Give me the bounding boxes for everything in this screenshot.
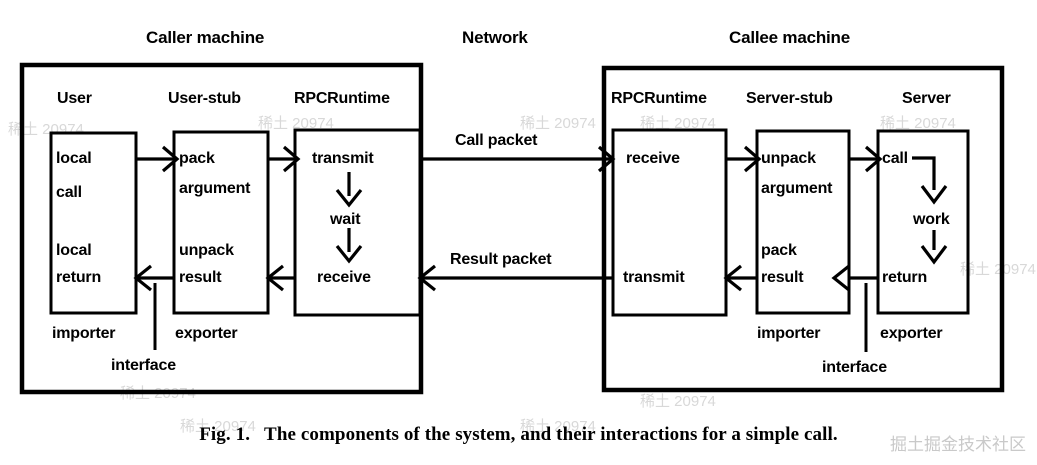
- server-internal-flow: [912, 156, 948, 265]
- rpcruntime-callee-box: [611, 128, 728, 317]
- server-line-work: work: [913, 211, 950, 228]
- callee-importer-label: importer: [757, 325, 821, 342]
- column-title-server: Server: [902, 90, 951, 107]
- figure-number: Fig. 1.: [199, 424, 251, 445]
- server-stub-line-unpack: unpack: [761, 150, 816, 167]
- server-stub-line-argument: argument: [761, 180, 833, 197]
- arrow-serverstub-to-server: [849, 145, 882, 173]
- arrow-result-packet: [417, 264, 612, 292]
- arrow-rpcruntime-to-userstub: [265, 264, 295, 292]
- server-stub-box: [755, 129, 851, 315]
- rpcruntime-caller-line-transmit: transmit: [312, 150, 374, 167]
- call-packet-label: Call packet: [455, 132, 538, 149]
- arrow-server-to-serverstub: [831, 264, 878, 292]
- rpcruntime-callee-line-transmit: transmit: [623, 269, 685, 286]
- user-stub-box-line-unpack: unpack: [179, 242, 234, 259]
- rpcruntime-caller-line-wait: wait: [330, 211, 361, 228]
- callee-interface-label: interface: [822, 359, 887, 376]
- user-stub-box-line-result: result: [179, 269, 222, 286]
- rpcruntime-caller-line-receive: receive: [317, 269, 371, 286]
- figure-caption: Fig. 1. The components of the system, and…: [0, 424, 1037, 446]
- rpcruntime-caller-box: [293, 128, 422, 317]
- caller-rpcruntime-internal-flow: [335, 172, 363, 264]
- user-box-line-local: local: [56, 150, 92, 167]
- user-stub-box-line-pack: pack: [179, 150, 215, 167]
- column-title-user: User: [57, 90, 92, 107]
- arrow-userstub-to-rpcruntime: [268, 145, 300, 173]
- callee-machine-title: Callee machine: [729, 28, 850, 47]
- figure-caption-text: The components of the system, and their …: [264, 424, 838, 445]
- caller-machine-outer-box: [19, 62, 424, 395]
- server-box: [876, 129, 970, 315]
- user-box-line-call: call: [56, 184, 82, 201]
- column-title-server-stub: Server-stub: [746, 90, 833, 107]
- callee-machine-outer-box: [601, 65, 1005, 393]
- column-title-rpcruntime-caller: RPCRuntime: [294, 90, 390, 107]
- caller-importer-label: importer: [52, 325, 116, 342]
- rpcruntime-callee-line-receive: receive: [626, 150, 680, 167]
- server-line-return: return: [882, 269, 928, 286]
- caller-exporter-label: exporter: [175, 325, 238, 342]
- callee-exporter-label: exporter: [880, 325, 943, 342]
- arrow-rpcruntime-to-serverstub: [726, 145, 761, 173]
- network-title: Network: [462, 28, 528, 47]
- arrow-user-to-userstub: [136, 145, 179, 173]
- column-title-user-stub: User-stub: [168, 90, 241, 107]
- caller-machine-title: Caller machine: [146, 28, 265, 47]
- user-stub-box: [172, 130, 270, 315]
- caller-interface-label: interface: [111, 357, 176, 374]
- user-box: [49, 131, 138, 315]
- server-stub-line-pack: pack: [761, 242, 797, 259]
- user-box-line-return: return: [56, 269, 102, 286]
- user-box-line-local-return: local: [56, 242, 92, 259]
- arrow-serverstub-to-rpcruntime: [723, 264, 757, 292]
- arrow-call-packet: [420, 145, 615, 173]
- server-stub-line-result: result: [761, 269, 804, 286]
- result-packet-label: Result packet: [450, 251, 552, 268]
- column-title-rpcruntime-callee: RPCRuntime: [611, 90, 707, 107]
- server-line-call: call: [882, 150, 908, 167]
- user-stub-box-line-argument: argument: [179, 180, 251, 197]
- arrow-userstub-to-user: [133, 264, 174, 292]
